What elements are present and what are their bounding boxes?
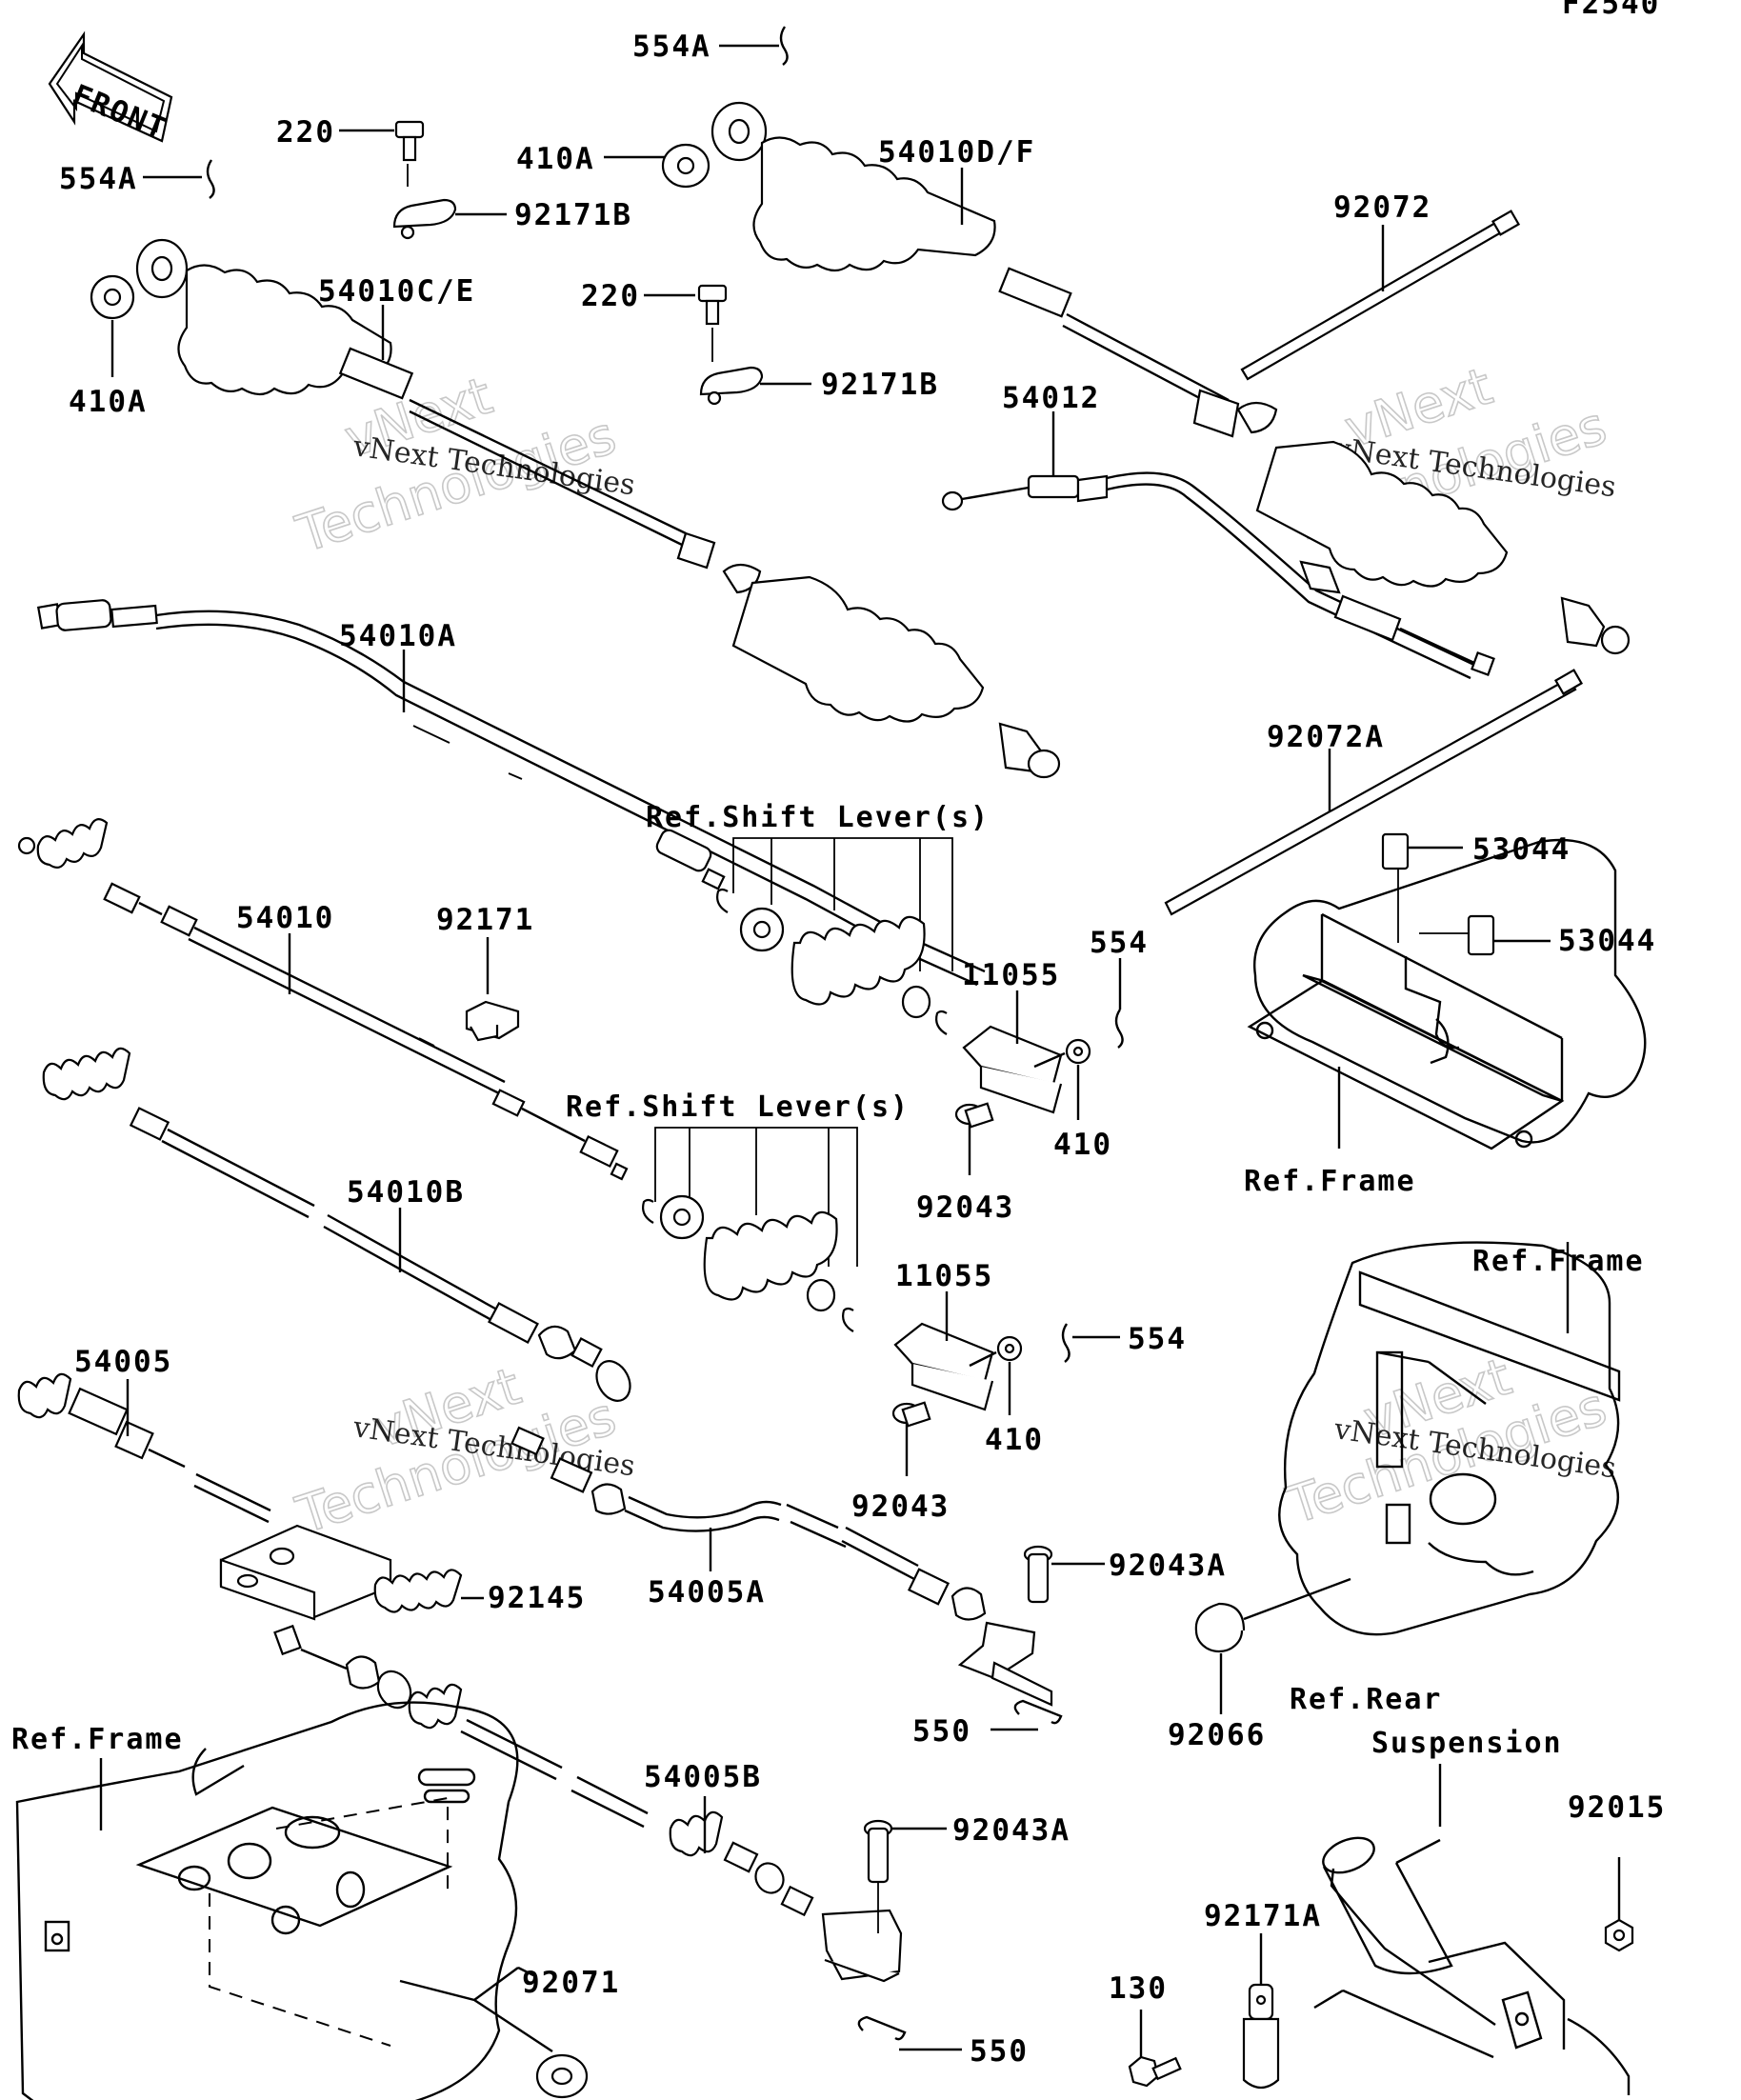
clip-554a-left: [143, 159, 215, 199]
shift-lever-parts-b: [642, 1127, 858, 1332]
frame-ref-bottom-left: [15, 1701, 519, 2100]
cable-54010df: [710, 101, 1631, 655]
cotter-550-a: [991, 1699, 1063, 1731]
lever-54005: [17, 1372, 392, 1621]
pin-92043-b: [891, 1401, 931, 1476]
clip-554a-top: [719, 26, 789, 66]
link-11055-b: [893, 1291, 994, 1411]
ref-rear-b: Suspension: [1371, 1727, 1563, 1760]
label-92171b-b: 92171B: [821, 368, 939, 402]
diagram-code: F2540: [1562, 0, 1660, 21]
clamp-92171b-a: [392, 164, 507, 240]
front-arrow-icon: FRONT: [48, 30, 173, 147]
label-554-b: 554: [1128, 1322, 1187, 1356]
grommet-92071: [399, 1966, 589, 2099]
shift-lever-parts-a: [716, 837, 953, 1035]
bolt-130: [1128, 2010, 1182, 2088]
clip-554-a: [1114, 958, 1124, 1049]
label-554a-top: 554A: [632, 30, 711, 64]
label-92043-a: 92043: [916, 1190, 1014, 1225]
label-54005: 54005: [74, 1345, 172, 1379]
ref-frame-a: Ref.Frame: [1244, 1165, 1416, 1198]
cotter-550-b: [857, 2015, 962, 2051]
ref-shift-lever-a: Ref.Shift Lever(s): [646, 801, 990, 834]
label-54010a: 54010A: [339, 619, 457, 653]
spring-92145: [373, 1569, 484, 1613]
label-92071: 92071: [522, 1966, 620, 2000]
washer-410a-a: [604, 143, 710, 189]
cable-54005b: [273, 1624, 903, 1983]
label-54005a: 54005A: [648, 1575, 766, 1610]
label-130: 130: [1109, 1971, 1168, 2006]
label-92066: 92066: [1168, 1718, 1266, 1752]
label-92043-b: 92043: [851, 1490, 950, 1524]
label-550-b: 550: [970, 2034, 1029, 2069]
rear-suspension-ref: [1313, 1764, 1631, 2095]
cable-54010: [17, 818, 629, 1181]
label-554a-left: 554A: [59, 162, 138, 196]
clamp-92171b-b: [699, 328, 811, 406]
label-54010ce: 54010C/E: [318, 274, 475, 309]
frame-ref-middle-right: [1278, 1241, 1621, 1636]
label-92015: 92015: [1568, 1790, 1666, 1825]
label-410-b: 410: [985, 1423, 1044, 1457]
cable-54012: [941, 471, 1495, 680]
washer-410a-b: [90, 274, 135, 377]
plug-92066: [1194, 1577, 1351, 1714]
bolt-220-b: [644, 284, 728, 326]
label-54012: 54012: [1002, 381, 1100, 415]
pin-92043-a: [954, 1102, 994, 1175]
label-410a-a: 410A: [516, 142, 595, 176]
label-92072: 92072: [1333, 190, 1431, 225]
clip-92171: [465, 937, 520, 1042]
pin-92043a-a: [1023, 1545, 1105, 1604]
cable-54010a: [36, 599, 986, 987]
clip-53044-a: [1381, 832, 1463, 943]
label-92043a-b: 92043A: [952, 1813, 1071, 1848]
label-92072a: 92072A: [1267, 720, 1385, 754]
clip-554-b: [1061, 1323, 1120, 1363]
cable-54010ce: [135, 238, 1061, 779]
label-220-b: 220: [581, 279, 640, 313]
label-92171: 92171: [436, 903, 534, 937]
ref-rear-a: Ref.Rear: [1290, 1683, 1443, 1716]
cable-54005a: [510, 1426, 1053, 1707]
tie-92072a: [1164, 669, 1584, 916]
label-92171a: 92171A: [1204, 1899, 1322, 1933]
label-410a-b: 410A: [69, 385, 148, 419]
washer-410-a: [1033, 1038, 1091, 1120]
bolt-220-a: [339, 120, 425, 162]
ref-frame-b: Ref.Frame: [1472, 1245, 1645, 1278]
cable-54010b: [42, 1047, 631, 1402]
nut-92015: [1604, 1857, 1634, 1952]
label-54005b: 54005B: [644, 1760, 762, 1794]
label-92043a-a: 92043A: [1109, 1549, 1227, 1583]
label-550-a: 550: [912, 1714, 971, 1749]
label-53044-b: 53044: [1558, 924, 1656, 958]
label-54010: 54010: [236, 901, 334, 935]
label-54010b: 54010B: [347, 1175, 465, 1210]
frame-ref-top-right: [1247, 838, 1647, 1150]
tie-92072: [1240, 210, 1521, 381]
washer-410-b: [969, 1335, 1023, 1415]
ref-frame-c: Ref.Frame: [11, 1723, 184, 1756]
label-410-a: 410: [1053, 1128, 1112, 1162]
label-11055-a: 11055: [962, 958, 1060, 992]
label-54010df: 54010D/F: [878, 135, 1035, 170]
label-220-a: 220: [276, 115, 335, 150]
ref-shift-lever-b: Ref.Shift Lever(s): [566, 1090, 910, 1124]
label-554-a: 554: [1090, 926, 1149, 960]
pin-92043a-b: [863, 1819, 947, 1933]
clamp-92171a: [1242, 1933, 1280, 2090]
link-11055-a: [962, 990, 1063, 1114]
label-11055-b: 11055: [895, 1259, 993, 1293]
clip-53044-b: [1419, 914, 1551, 956]
label-92145: 92145: [488, 1581, 586, 1615]
label-53044-a: 53044: [1472, 832, 1571, 867]
label-92171b-a: 92171B: [514, 198, 632, 232]
